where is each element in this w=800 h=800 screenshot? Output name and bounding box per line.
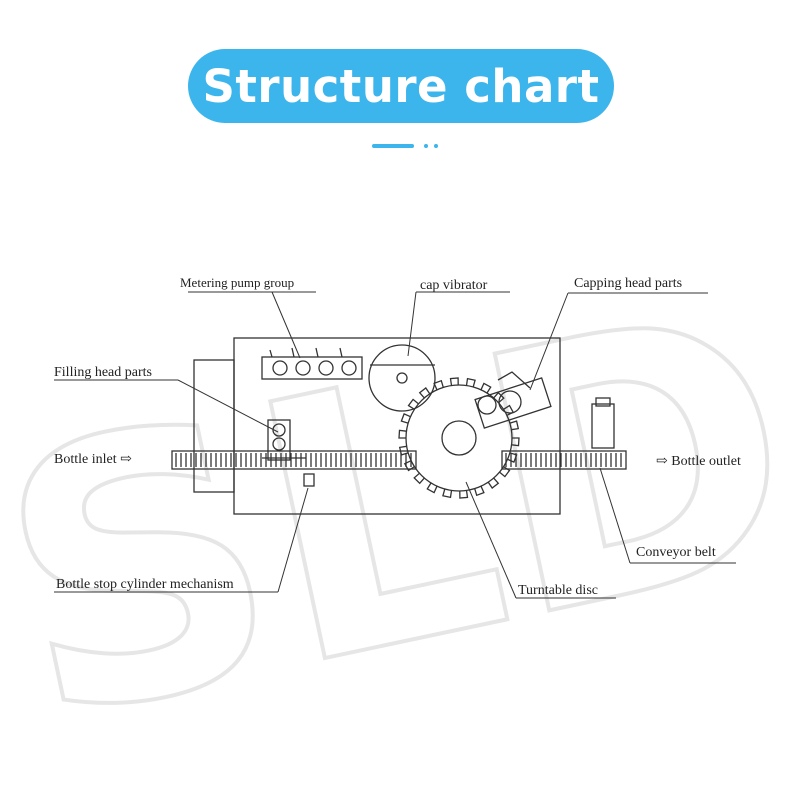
turntable-disc xyxy=(398,377,520,499)
label-bottle-outlet: ⇨ Bottle outlet xyxy=(656,454,741,469)
label-bottle-stop-cylinder: Bottle stop cylinder mechanism xyxy=(56,577,234,592)
metering-pump-group xyxy=(261,347,363,380)
filling-head xyxy=(262,419,306,461)
conveyor-right xyxy=(501,450,627,470)
title-underline-dot xyxy=(424,144,428,148)
capping-head xyxy=(474,371,552,429)
label-metering-pump-group: Metering pump group xyxy=(180,275,294,290)
label-cap-vibrator: cap vibrator xyxy=(420,278,488,293)
label-bottle-inlet: Bottle inlet ⇨ xyxy=(54,452,132,467)
label-turntable-disc: Turntable disc xyxy=(518,583,598,598)
conveyor-left xyxy=(171,450,417,470)
side-panel xyxy=(193,359,235,493)
title-underline-bar xyxy=(372,144,414,148)
label-conveyor-belt: Conveyor belt xyxy=(636,545,716,560)
label-filling-head-parts: Filling head parts xyxy=(54,365,152,380)
title-underline-dot xyxy=(434,144,438,148)
motor xyxy=(591,403,615,449)
cap-vibrator xyxy=(368,344,436,412)
bottle-stop-cylinder xyxy=(303,473,315,487)
label-capping-head-parts: Capping head parts xyxy=(574,276,682,291)
page-title: Structure chart xyxy=(188,49,614,123)
